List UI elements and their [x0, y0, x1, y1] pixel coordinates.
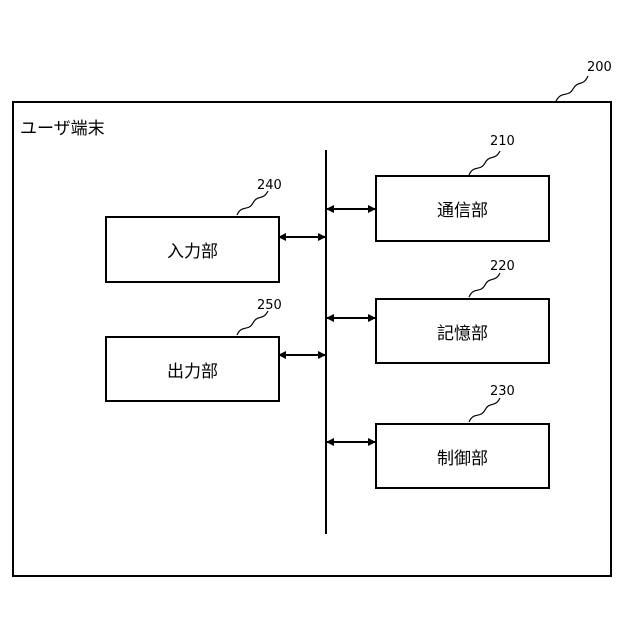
input-unit-label: 入力部: [167, 237, 218, 262]
leader-200: [556, 76, 588, 101]
ref-250: 250: [257, 298, 282, 313]
output-unit-label: 出力部: [167, 357, 218, 382]
control-unit-label: 制御部: [437, 444, 488, 469]
ref-210: 210: [490, 134, 515, 149]
ref-220: 220: [490, 259, 515, 274]
control-unit-block: 制御部: [375, 423, 550, 489]
communication-unit-label: 通信部: [437, 196, 488, 221]
storage-unit-block: 記憶部: [375, 298, 550, 364]
user-terminal-label: ユーザ端末: [20, 114, 105, 139]
ref-240: 240: [257, 178, 282, 193]
communication-unit-block: 通信部: [375, 175, 550, 242]
ref-230: 230: [490, 384, 515, 399]
storage-unit-label: 記憶部: [437, 319, 488, 344]
input-unit-block: 入力部: [105, 216, 280, 283]
ref-200: 200: [587, 60, 612, 75]
output-unit-block: 出力部: [105, 336, 280, 402]
